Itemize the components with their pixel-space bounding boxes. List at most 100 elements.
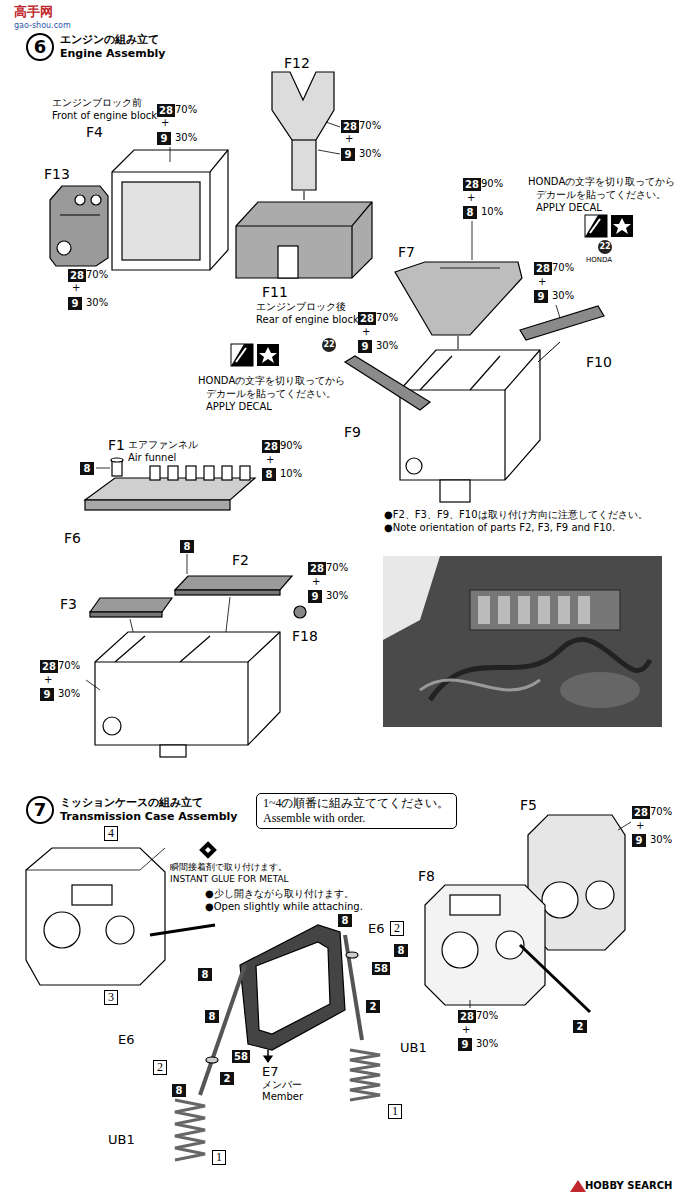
part-label: 30% — [476, 1038, 498, 1050]
illustration-part — [175, 576, 292, 590]
illustration-part — [478, 596, 490, 624]
paint-code: 58 — [232, 1050, 250, 1063]
illustration-part — [85, 478, 255, 500]
decal-number: 22 — [322, 338, 336, 352]
paint-code-text: 28 — [42, 661, 56, 672]
illustration-part — [318, 150, 340, 154]
part-label: 30% — [650, 834, 672, 846]
illustration-part — [383, 556, 440, 640]
illustration-part — [86, 680, 100, 690]
illustration-part — [96, 468, 110, 469]
illustration-part — [180, 636, 210, 662]
part-label: HONDA — [586, 256, 612, 264]
paint-code: 8 — [338, 914, 352, 927]
illustration-part — [72, 885, 112, 905]
order-number: 2 — [153, 1060, 167, 1075]
part-label: + — [44, 674, 52, 686]
illustration-part — [256, 942, 330, 1034]
illustration-part — [240, 466, 250, 480]
paint-code-text: 9 — [345, 149, 352, 160]
illustration-part — [383, 556, 662, 727]
part-label: + — [636, 820, 644, 832]
illustration-part — [425, 885, 545, 1005]
illustration-part — [278, 246, 298, 278]
paint-code-text: 28 — [70, 270, 84, 281]
order-number: 4 — [104, 826, 118, 841]
part-label: F12 — [284, 55, 310, 72]
illustration-part — [613, 218, 631, 234]
illustration-part — [345, 356, 430, 410]
part-label: F7 — [398, 244, 415, 261]
illustration-part — [450, 895, 500, 915]
illustration-part — [618, 822, 631, 830]
paint-code: 2 — [573, 1020, 587, 1033]
part-label: F4 — [86, 124, 103, 141]
paint-code-text: 9 — [44, 689, 51, 700]
part-label: UB1 — [108, 1132, 135, 1148]
illustration-part — [75, 195, 85, 205]
part-label: F1 — [108, 437, 125, 454]
illustration-part — [95, 632, 280, 662]
paint-code-text: 8 — [266, 469, 273, 480]
illustration-part — [168, 466, 178, 480]
illustration-part — [200, 965, 245, 1095]
paint-code: 28 — [262, 440, 280, 453]
paint-code: 28 — [458, 1010, 476, 1023]
illustration-part — [586, 881, 614, 909]
part-label: 70% — [359, 120, 381, 132]
illustration-part — [175, 1100, 205, 1160]
paint-code-text: 58 — [374, 963, 388, 974]
part-label: 70% — [86, 269, 108, 281]
part-label: エンジンブロック前 — [52, 97, 142, 109]
part-label: gao-shou.com — [14, 21, 71, 31]
illustration-part — [496, 931, 524, 959]
part-label: F9 — [344, 424, 361, 441]
part-label: 30% — [326, 590, 348, 602]
part-label: 90% — [280, 440, 302, 452]
paint-code: 9 — [534, 290, 548, 303]
part-label: + — [72, 282, 80, 294]
part-label: 70% — [650, 806, 672, 818]
part-label: + — [467, 192, 475, 204]
illustration-part — [395, 262, 522, 335]
illustration-part — [257, 344, 279, 366]
part-label: F6 — [64, 530, 81, 547]
paint-code-text: 28 — [460, 1011, 474, 1022]
illustration-part — [470, 356, 500, 390]
illustration-part — [264, 1056, 272, 1062]
part-label: E6 — [368, 921, 385, 937]
paint-code: 9 — [68, 297, 82, 310]
paint-code-text: 9 — [636, 835, 643, 846]
illustration-part — [351, 226, 352, 278]
part-label: 70% — [175, 104, 197, 116]
illustration-part — [470, 1000, 471, 1008]
paint-code: 28 — [308, 562, 326, 575]
paint-code: 9 — [632, 834, 646, 847]
illustration-part — [236, 202, 372, 278]
heading-ja: ミッションケースの組み立て — [60, 796, 238, 810]
paint-code-text: 9 — [362, 341, 369, 352]
part-label: ●Open slightly while attaching. — [205, 901, 363, 913]
illustration-part — [538, 342, 560, 362]
illustration-part — [150, 925, 215, 935]
illustration-part — [26, 848, 165, 985]
illustration-part — [556, 305, 560, 318]
part-label: INSTANT GLUE FOR METAL — [170, 874, 289, 885]
illustration-part — [400, 350, 540, 480]
step-badge: 6エンジンの組み立てEngine Assembly — [26, 33, 54, 61]
illustration-part — [590, 219, 600, 233]
decal-number-text: 22 — [323, 340, 334, 349]
illustration-part — [585, 215, 607, 237]
part-label: + — [312, 576, 320, 588]
paint-code-text: 9 — [538, 291, 545, 302]
part-label: F11 — [262, 284, 288, 301]
order-number-text: 2 — [157, 1060, 163, 1074]
paint-code-text: 28 — [264, 441, 278, 452]
paint-code: 28 — [157, 104, 175, 117]
illustration-part — [26, 848, 165, 870]
part-label: 瞬間接着剤で取り付けます。 — [170, 862, 287, 873]
illustration-part — [578, 596, 590, 624]
illustration-part — [44, 912, 80, 948]
illustration-part — [204, 466, 214, 480]
